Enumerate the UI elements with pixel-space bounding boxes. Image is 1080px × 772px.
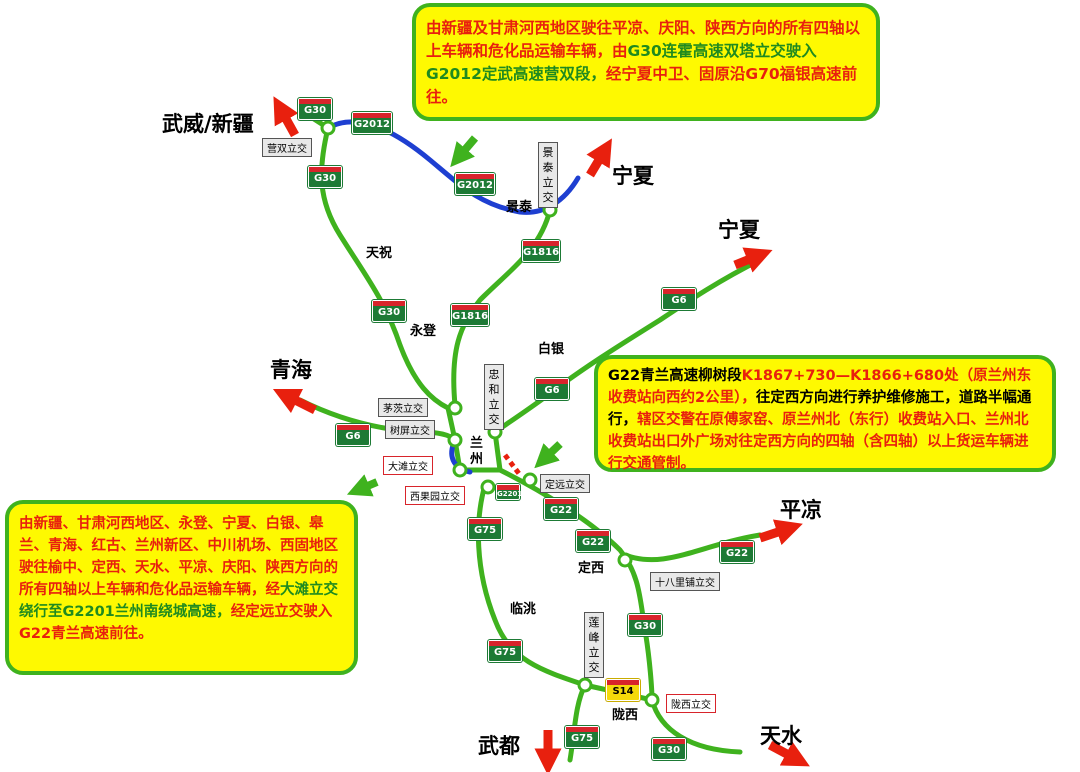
place-dingxi: 定西 — [578, 561, 605, 576]
shield-g30-3: G30 — [372, 300, 406, 322]
interchange-longxi: 陇西立交 — [666, 694, 716, 713]
interchange-shuping: 树屏立交 — [385, 420, 435, 439]
road-g22-east — [622, 532, 763, 563]
road-g75-south — [567, 682, 588, 763]
closed-section — [503, 453, 522, 477]
place-ningxia-2: 宁夏 — [718, 218, 760, 242]
road-link-lanzhou — [452, 429, 503, 473]
note-top: 由新疆及甘肃河西地区驶往平凉、庆阳、陕西方向的所有四轴以上车辆和危化品运输车辆，… — [412, 3, 880, 121]
arrow-wuwei — [273, 96, 299, 138]
shield-g30-5: G30 — [652, 738, 686, 760]
interchange-lianfeng: 莲峰立交 — [584, 612, 604, 678]
pointer-left — [346, 474, 379, 497]
shield-g75-2: G75 — [488, 640, 522, 662]
note-left-text-1: 由新疆、甘肃河西地区、永登、宁夏、白银、皋兰、青海、红古、兰州新区、中川机场、西… — [19, 516, 338, 598]
shield-g2012-1: G2012 — [352, 112, 392, 134]
note-right-text-1: G22青兰高速柳树段 — [608, 368, 742, 384]
place-tianzhu: 天祝 — [366, 246, 393, 261]
note-right: G22青兰高速柳树段K1867+730—K1866+680处（原兰州东收费站向西… — [594, 355, 1056, 472]
direction-arrows — [272, 96, 810, 772]
shield-s14: S14 — [606, 679, 640, 701]
shield-g2012-2: G2012 — [455, 173, 495, 195]
interchange-zhonghe: 忠和立交 — [484, 364, 504, 430]
note-top-text-1: 由新疆及甘肃河西地区驶往平凉、庆阳、陕西方向的所有四轴以上车辆和危化品运输车辆，… — [426, 19, 861, 60]
shield-g6-1: G6 — [662, 288, 696, 310]
note-top-text-2: G30连霍高速双塔立交驶入G2012定武高速营双段， — [426, 42, 817, 83]
shield-g22-3: G22 — [720, 541, 754, 563]
arrow-tianshui — [767, 741, 810, 767]
note-left-text-2: 大滩立交绕行至G2201兰州南绕城高速， — [19, 582, 338, 620]
place-lanzhou: 兰州 — [470, 436, 484, 467]
pointer-top — [450, 135, 479, 168]
interchange-yingshuang: 营双立交 — [262, 138, 312, 157]
interchange-maoci: 茅茨立交 — [378, 398, 428, 417]
place-lintao: 临洮 — [510, 602, 537, 617]
shield-g30-4: G30 — [628, 614, 662, 636]
shield-g1816-1: G1816 — [522, 240, 560, 262]
place-baiyin: 白银 — [538, 342, 565, 357]
interchange-jingtai: 景泰立交 — [538, 142, 558, 208]
shield-g75-1: G75 — [468, 518, 502, 540]
interchange-shibalipu: 十八里铺立交 — [650, 572, 720, 591]
note-right-text-4: 辖区交警在原傅家窑、原兰州北（东行）收费站入口、兰州北收费站出口外广场对往定西方… — [608, 412, 1029, 472]
note-left: 由新疆、甘肃河西地区、永登、宁夏、白银、皋兰、青海、红古、兰州新区、中川机场、西… — [5, 500, 358, 675]
shield-g2201: G2201 — [496, 484, 522, 500]
interchange-dingyuan: 定远立交 — [540, 474, 590, 493]
road-g6-east — [492, 257, 763, 435]
note-top-text-3: 经宁夏中卫、固原沿G70福银高速前往。 — [426, 65, 858, 106]
shield-g30-1: G30 — [298, 98, 332, 120]
shield-g6-3: G6 — [336, 424, 370, 446]
shield-g1816-2: G1816 — [451, 304, 489, 326]
place-longxi: 陇西 — [612, 708, 639, 723]
place-tianshui: 天水 — [760, 724, 802, 748]
place-pingliang: 平凉 — [780, 498, 822, 522]
place-jingtai: 景泰 — [506, 200, 533, 215]
place-qinghai: 青海 — [270, 358, 312, 382]
pointer-right — [534, 441, 563, 469]
place-wuwei: 武威/新疆 — [162, 112, 254, 136]
place-ningxia-1: 宁夏 — [612, 164, 654, 188]
shield-g22-2: G22 — [576, 530, 610, 552]
arrow-pingliang — [758, 519, 803, 546]
pointer-arrows — [346, 135, 563, 497]
arrow-qinghai — [272, 388, 318, 415]
shield-g75-3: G75 — [565, 726, 599, 748]
arrow-ningxia1 — [586, 138, 612, 178]
note-left-text-3: 经定远立交驶入G22青兰高速前往。 — [19, 604, 333, 642]
note-right-text-2: K1867+730—K1866+680处（原兰州东收费站向西约2公里）， — [608, 368, 1032, 406]
place-yongdeng: 永登 — [410, 324, 437, 339]
shield-g22-1: G22 — [544, 498, 578, 520]
interchange-xiguoyuan: 西果园立交 — [405, 486, 465, 505]
arrow-ningxia2 — [733, 247, 773, 273]
place-wudu: 武都 — [478, 734, 520, 758]
shield-g6-2: G6 — [535, 378, 569, 400]
interchange-datan: 大滩立交 — [383, 456, 433, 475]
shield-g30-2: G30 — [308, 166, 342, 188]
note-right-text-3: 往定西方向进行养护维修施工，道路半幅通行， — [608, 390, 1032, 428]
